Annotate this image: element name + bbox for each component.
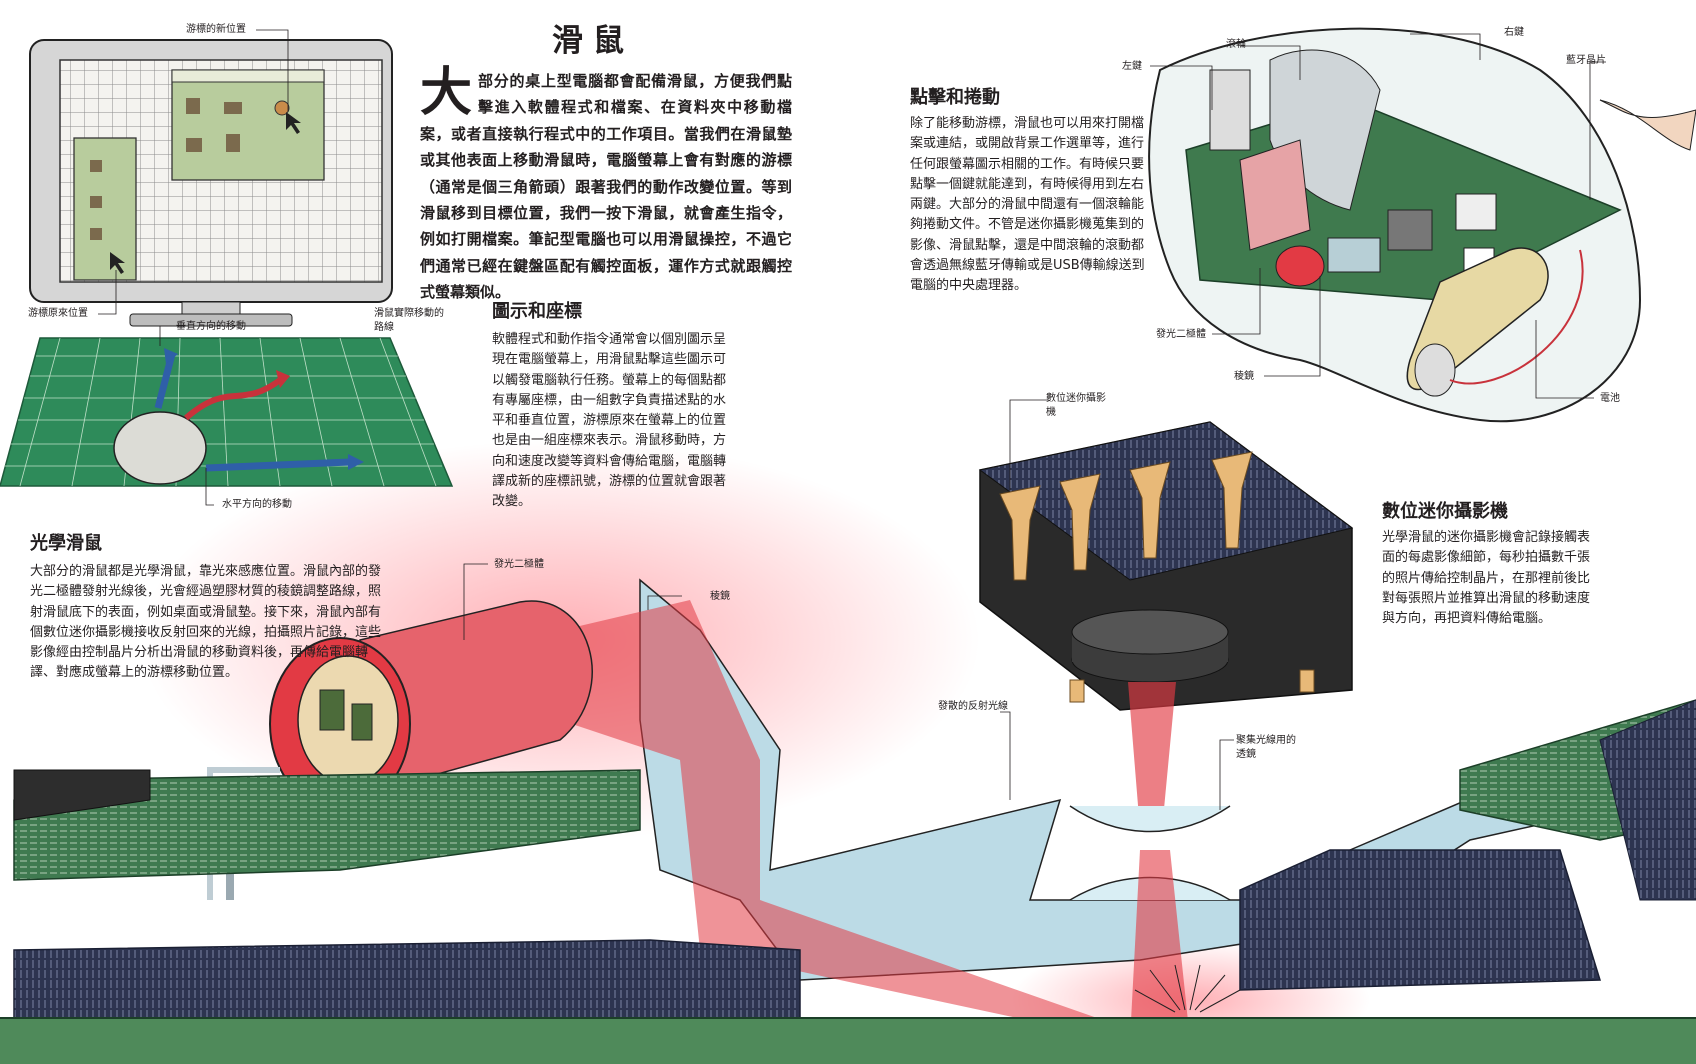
camera-illustration (978, 421, 1354, 711)
monitor-illustration (29, 39, 393, 327)
icons-coords-heading: 圖示和座標 (492, 301, 582, 322)
dispersed-rays (1134, 964, 1241, 1013)
camera-heading: 數位迷你攝影機 (1382, 501, 1508, 522)
mouse-cutaway-illustration (1148, 27, 1696, 423)
icons-coords-body: 軟體程式和動作指令通常會以個別圖示呈現在電腦螢幕上，用滑鼠點擊這些圖示可以觸發電… (492, 332, 727, 510)
label-led-main: 發光二極體 (494, 559, 544, 570)
page-title: 滑鼠 (552, 23, 634, 59)
optical-mouse-body: 大部分的滑鼠都是光學滑鼠，靠光來感應位置。滑鼠內部的發光二極體發射光線後，光會經… (30, 564, 382, 681)
label-led-top: 發光二極體 (1156, 329, 1206, 340)
optical-mouse-heading: 光學滑鼠 (30, 533, 102, 554)
horizontal-arrow (205, 458, 351, 472)
intro-paragraph: 大部分的桌上型電腦都會配備滑鼠，方便我們點擊進入軟體程式和檔案、在資料夾中移動檔… (420, 62, 792, 306)
label-prism-top: 稜鏡 (1234, 371, 1254, 382)
drop-cap: 大 (420, 62, 473, 123)
camera-leader (1009, 399, 1048, 490)
target-icon (274, 100, 290, 116)
label-cursor-orig: 游標原來位置 (28, 308, 88, 319)
label-battery: 電池 (1600, 393, 1620, 404)
click-scroll-body: 除了能移動游標，滑鼠也可以用來打開檔案或連結，或開啟背景工作選單等，進行任何跟螢… (910, 116, 1145, 294)
click-scroll-heading: 點擊和捲動 (910, 87, 1000, 108)
vertical-arrow (154, 353, 176, 409)
light-beam (520, 600, 1160, 1040)
label-digital-camera: 數位迷你攝影機 (1046, 393, 1106, 418)
file-icon (186, 98, 200, 114)
led-small (1275, 245, 1325, 287)
label-left-button: 左鍵 (1122, 61, 1142, 72)
reflected-beam (1130, 850, 1190, 1040)
cursor-orig-icon (110, 252, 125, 274)
desk-blocks (0, 699, 1696, 1064)
mousepad-illustration (0, 337, 454, 487)
label-horizontal-move: 水平方向的移動 (222, 499, 292, 510)
camera-body: 光學滑鼠的迷你攝影機會記錄接觸表面的每處影像細節，每秒拍攝數千張的照片傳給控制晶… (1382, 530, 1591, 627)
focus-beam (1128, 682, 1176, 830)
folder-icon (226, 134, 240, 152)
intro-text: 部分的桌上型電腦都會配備滑鼠，方便我們點擊進入軟體程式和檔案、在資料夾中移動檔案… (420, 72, 792, 302)
label-actual-path: 滑鼠實際移動的路線 (374, 308, 444, 333)
label-bluetooth-chip: 藍牙晶片 (1566, 55, 1606, 66)
folder-icon (186, 138, 202, 152)
label-scroll-wheel: 滾輪 (1226, 39, 1246, 50)
label-focus-lens: 聚集光線用的透鏡 (1236, 735, 1296, 760)
file-icon (224, 102, 242, 114)
label-vertical-move: 垂直方向的移動 (176, 321, 246, 332)
path-arrow (184, 377, 282, 421)
led-illustration (207, 600, 593, 900)
cursor-new-icon (286, 112, 301, 134)
mouse-on-pad (113, 411, 207, 485)
label-scattered-light: 發散的反射光線 (938, 701, 1008, 712)
label-prism-main: 稜鏡 (710, 591, 730, 602)
label-cursor-new: 游標的新位置 (186, 24, 246, 35)
label-right-button: 右鍵 (1504, 27, 1524, 38)
